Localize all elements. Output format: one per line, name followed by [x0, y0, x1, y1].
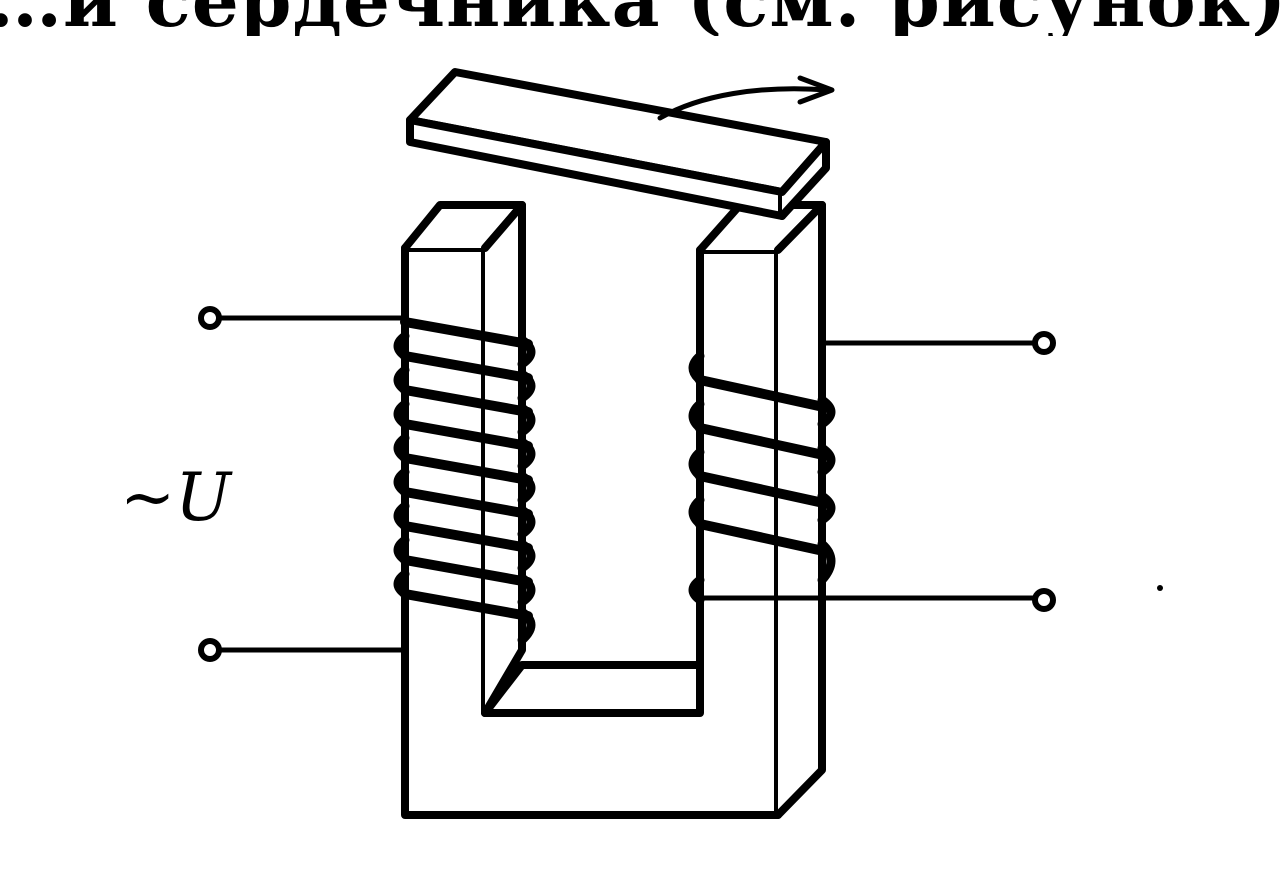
- core-base-inner: [481, 661, 704, 717]
- input-terminals: [198, 306, 408, 662]
- primary-coil: [393, 317, 536, 645]
- rotation-arrow: [657, 75, 835, 121]
- output-terminal-bottom: [1032, 588, 1056, 612]
- secondary-coil: [688, 351, 836, 605]
- header-text: …и сердечника (см. рисунок).: [0, 0, 1280, 36]
- output-terminals: [697, 331, 1056, 612]
- input-terminal-top: [198, 306, 222, 330]
- input-terminal-bottom: [198, 638, 222, 662]
- core: [401, 201, 826, 819]
- ink-speck: [1157, 585, 1163, 591]
- output-terminal-top: [1032, 331, 1056, 355]
- core-left-limb-side: [481, 201, 526, 717]
- voltage-label: ~U: [120, 459, 233, 536]
- yoke-bar: [406, 68, 830, 220]
- yoke-end-face: [778, 138, 830, 220]
- core-right-limb-side: [774, 201, 826, 819]
